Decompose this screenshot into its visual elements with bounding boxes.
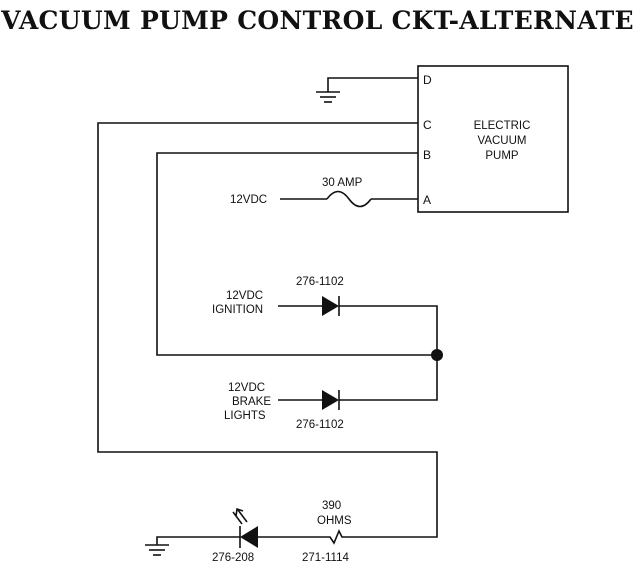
resistor-unit-label: OHMS <box>317 515 352 527</box>
wire-pin-b-loop <box>156 152 437 356</box>
fuse-symbol <box>326 190 372 208</box>
wire-ignition-out <box>339 305 438 401</box>
ignition-diode-symbol <box>322 296 340 316</box>
brake-label-line3: LIGHTS <box>224 410 266 422</box>
wire-pin-d-ground <box>327 77 418 92</box>
resistor-value-label: 390 <box>322 500 341 512</box>
fuse-rating-label: 30 AMP <box>322 177 363 189</box>
pin-c-label: C <box>423 118 432 132</box>
pump-label-line1: ELECTRIC <box>474 120 531 132</box>
resistor-symbol <box>258 529 371 545</box>
ignition-part-label: 276-1102 <box>296 276 344 288</box>
ground-symbol-bottom <box>145 544 169 556</box>
led-part-label: 276-208 <box>212 552 254 564</box>
wire-pin-c-loop <box>97 122 438 538</box>
diagram-title: VACUUM PUMP CONTROL CKT-ALTERNATE <box>1 6 634 35</box>
pump-label-line2: VACUUM <box>478 135 527 147</box>
fuse-source-label: 12VDC <box>230 194 267 206</box>
wire-led-ground <box>156 536 240 545</box>
pin-d-label: D <box>423 73 432 87</box>
brake-diode-symbol <box>322 390 340 410</box>
resistor-part-label: 271-1114 <box>302 552 349 564</box>
pin-b-label: B <box>423 148 431 162</box>
brake-label-line1: 12VDC <box>228 382 265 394</box>
junction-dot <box>431 349 443 361</box>
pump-label-line3: PUMP <box>485 150 519 162</box>
pump-box <box>417 65 569 213</box>
brake-part-label: 276-1102 <box>296 419 344 431</box>
led-symbol <box>232 507 258 548</box>
ignition-label-line1: 12VDC <box>226 290 263 302</box>
brake-label-line2: BRAKE <box>232 396 271 408</box>
ground-symbol-top <box>316 91 340 103</box>
ignition-label-line2: IGNITION <box>212 304 263 316</box>
pin-a-label: A <box>423 193 431 207</box>
